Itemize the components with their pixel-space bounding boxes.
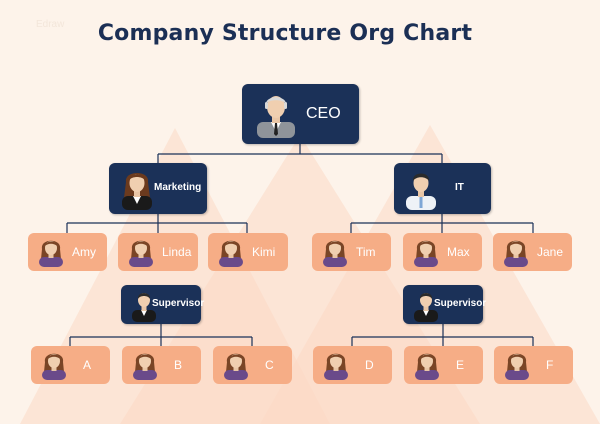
- staff-label: Jane: [537, 245, 564, 259]
- marketing-label: Marketing: [154, 182, 202, 193]
- staff-label: D: [365, 358, 374, 372]
- staff-label: Max: [447, 245, 470, 259]
- it-label: IT: [455, 182, 464, 193]
- staff-box[interactable]: D: [313, 346, 392, 384]
- staff-box[interactable]: C: [213, 346, 292, 384]
- ceo-label: CEO: [306, 105, 341, 122]
- female-avatar-icon: [42, 353, 66, 380]
- supervisor-left-label: Supervisor: [152, 298, 205, 309]
- staff-box[interactable]: Max: [403, 233, 482, 271]
- female-manager-avatar-icon: [122, 173, 152, 210]
- female-avatar-icon: [323, 240, 347, 267]
- staff-label: C: [265, 358, 274, 372]
- watermark: Edraw: [36, 19, 65, 30]
- staff-box[interactable]: Amy: [28, 233, 107, 271]
- ceo-box[interactable]: CEO: [242, 84, 359, 144]
- male-executive-avatar-icon: [257, 96, 295, 138]
- page-title: Company Structure Org Chart: [97, 21, 473, 46]
- female-avatar-icon: [129, 240, 153, 267]
- marketing-box[interactable]: Marketing: [109, 163, 207, 214]
- staff-label: Kimi: [252, 245, 276, 259]
- staff-label: B: [174, 358, 183, 372]
- staff-label: A: [83, 358, 92, 372]
- male-supervisor-avatar-icon: [132, 293, 156, 322]
- staff-label: Linda: [162, 245, 192, 259]
- female-avatar-icon: [224, 353, 248, 380]
- staff-box[interactable]: E: [404, 346, 483, 384]
- female-avatar-icon: [324, 353, 348, 380]
- staff-label: Amy: [72, 245, 96, 259]
- staff-label: F: [546, 358, 554, 372]
- connector-lines: [66, 144, 534, 346]
- female-avatar-icon: [39, 240, 63, 267]
- male-manager-avatar-icon: [406, 173, 436, 210]
- staff-box[interactable]: Tim: [312, 233, 391, 271]
- supervisor-left-box[interactable]: Supervisor: [121, 285, 205, 324]
- staff-label: E: [456, 358, 465, 372]
- female-avatar-icon: [415, 353, 439, 380]
- it-box[interactable]: IT: [394, 163, 491, 214]
- female-avatar-icon: [133, 353, 157, 380]
- staff-box[interactable]: Linda: [118, 233, 198, 271]
- staff-label: Tim: [356, 245, 376, 259]
- male-supervisor-avatar-icon: [414, 293, 438, 322]
- female-avatar-icon: [414, 240, 438, 267]
- staff-box[interactable]: B: [122, 346, 201, 384]
- supervisor-right-box[interactable]: Supervisor: [403, 285, 487, 324]
- staff-box[interactable]: Jane: [493, 233, 572, 271]
- female-avatar-icon: [219, 240, 243, 267]
- staff-box[interactable]: F: [494, 346, 573, 384]
- staff-box[interactable]: A: [31, 346, 110, 384]
- female-avatar-icon: [504, 240, 528, 267]
- staff-box[interactable]: Kimi: [208, 233, 288, 271]
- female-avatar-icon: [505, 353, 529, 380]
- supervisor-right-label: Supervisor: [434, 298, 487, 309]
